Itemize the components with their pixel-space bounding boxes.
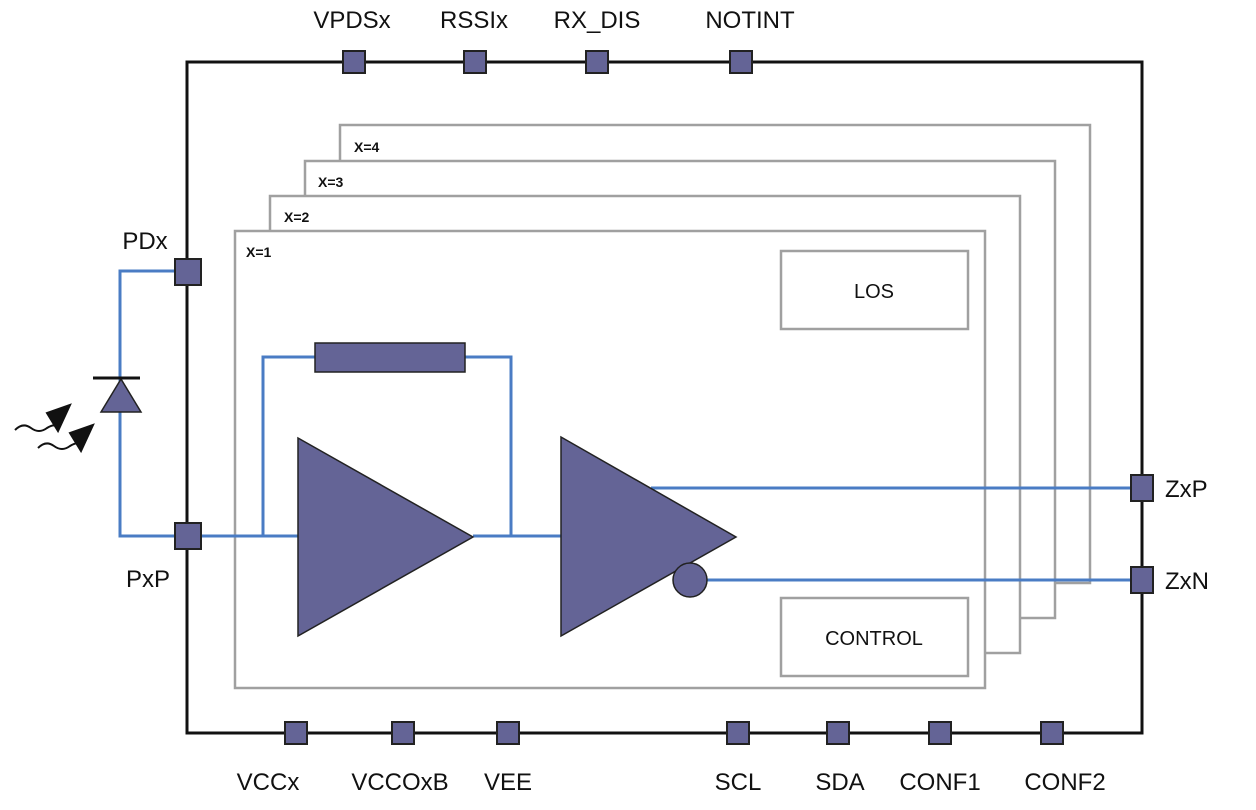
pin-vccoxb xyxy=(391,721,415,745)
package-outline xyxy=(185,60,1144,735)
label-rx-dis: RX_DIS xyxy=(554,7,641,34)
inverting-bubble-icon xyxy=(672,562,708,598)
channel-label-1: X=1 xyxy=(246,244,272,260)
feedback-wire-left xyxy=(261,355,315,536)
label-pdx: PDx xyxy=(122,228,167,255)
label-sda: SDA xyxy=(815,769,864,796)
label-scl: SCL xyxy=(715,769,762,796)
pin-vpdsx xyxy=(342,50,366,74)
label-vpdsx: VPDSx xyxy=(313,7,390,34)
pin-conf1 xyxy=(928,721,952,745)
label-conf2: CONF2 xyxy=(1024,769,1105,796)
feedback-resistor-icon xyxy=(314,342,466,373)
transimpedance-amplifier-icon xyxy=(297,436,475,638)
light-arrows-icon xyxy=(14,403,95,454)
channel-label-2: X=2 xyxy=(284,209,310,225)
feedback-wire-right xyxy=(465,355,513,536)
label-conf1: CONF1 xyxy=(899,769,980,796)
control-label: CONTROL xyxy=(825,628,923,650)
pin-notint xyxy=(729,50,753,74)
label-vee: VEE xyxy=(484,769,532,796)
pin-vccx xyxy=(284,721,308,745)
control-block xyxy=(779,596,970,678)
pin-rx-dis xyxy=(585,50,609,74)
label-vccx: VCCx xyxy=(237,769,300,796)
channel-label-3: X=3 xyxy=(318,174,344,190)
pin-conf2 xyxy=(1040,721,1064,745)
label-zxn: ZxN xyxy=(1165,568,1209,595)
photodiode-icon xyxy=(93,376,143,413)
pin-rssix xyxy=(463,50,487,74)
pin-scl xyxy=(726,721,750,745)
limiting-amplifier-icon xyxy=(560,435,738,638)
label-notint: NOTINT xyxy=(705,7,795,34)
bottom-pins xyxy=(284,721,1064,745)
label-rssix: RSSIx xyxy=(440,7,508,34)
pin-pdx xyxy=(174,258,202,286)
pin-pxp xyxy=(174,522,202,550)
top-pins xyxy=(342,50,753,74)
pin-sda xyxy=(826,721,850,745)
pin-zxn xyxy=(1130,566,1154,594)
label-zxp: ZxP xyxy=(1165,476,1208,503)
pin-zxp xyxy=(1130,474,1154,502)
pin-vee xyxy=(496,721,520,745)
los-label: LOS xyxy=(854,281,894,303)
label-vccoxb: VCCOxB xyxy=(351,769,448,796)
channel-label-4: X=4 xyxy=(354,139,380,155)
label-pxp: PxP xyxy=(126,566,170,593)
los-block xyxy=(779,249,970,331)
